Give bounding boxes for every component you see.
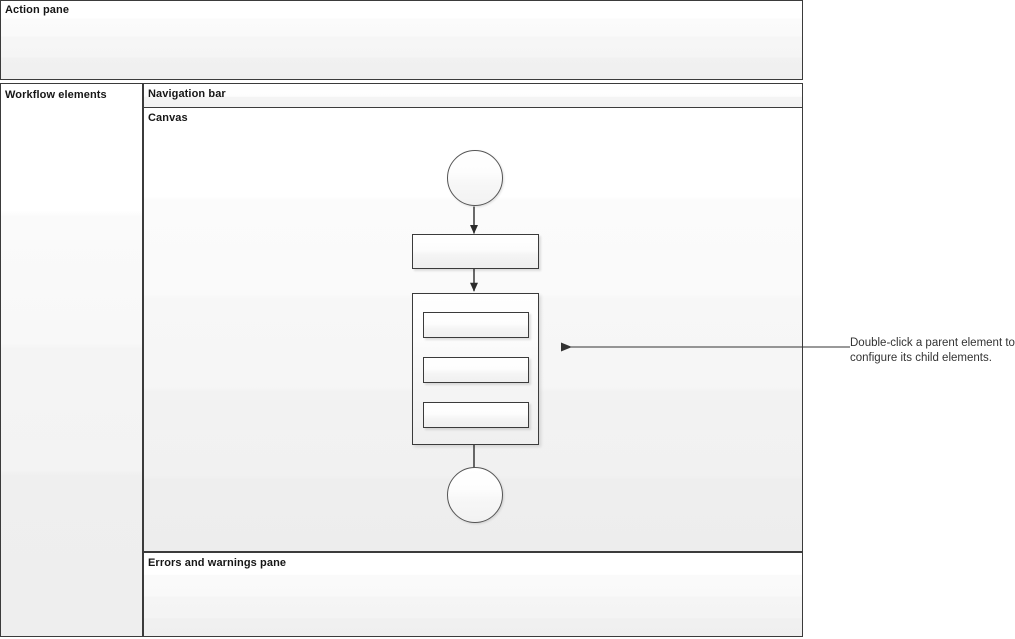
navigation-bar-pane[interactable]: Navigation bar: [143, 83, 803, 108]
errors-and-warnings-pane: Errors and warnings pane: [143, 552, 803, 637]
workflow-node-task-1[interactable]: [412, 234, 539, 269]
callout-annotation: Double-click a parent element to configu…: [850, 336, 1015, 366]
canvas-pane[interactable]: Canvas: [143, 107, 803, 552]
callout-line-1: Double-click a parent element to: [850, 337, 1015, 349]
workflow-node-child-1[interactable]: [423, 312, 529, 338]
workflow-diagram[interactable]: [144, 108, 802, 551]
workflow-node-child-2[interactable]: [423, 357, 529, 383]
callout-line-2: configure its child elements.: [850, 352, 992, 364]
canvas-label: Canvas: [148, 112, 188, 124]
errors-and-warnings-label: Errors and warnings pane: [148, 557, 287, 569]
action-pane-label: Action pane: [5, 4, 70, 16]
action-pane: Action pane: [0, 0, 803, 80]
workflow-node-start[interactable]: [447, 150, 503, 206]
workflow-node-child-3[interactable]: [423, 402, 529, 428]
navigation-bar-label: Navigation bar: [148, 88, 226, 100]
workflow-elements-label: Workflow elements: [5, 89, 107, 101]
workflow-node-end[interactable]: [447, 467, 503, 523]
workflow-elements-pane[interactable]: Workflow elements: [0, 83, 143, 637]
